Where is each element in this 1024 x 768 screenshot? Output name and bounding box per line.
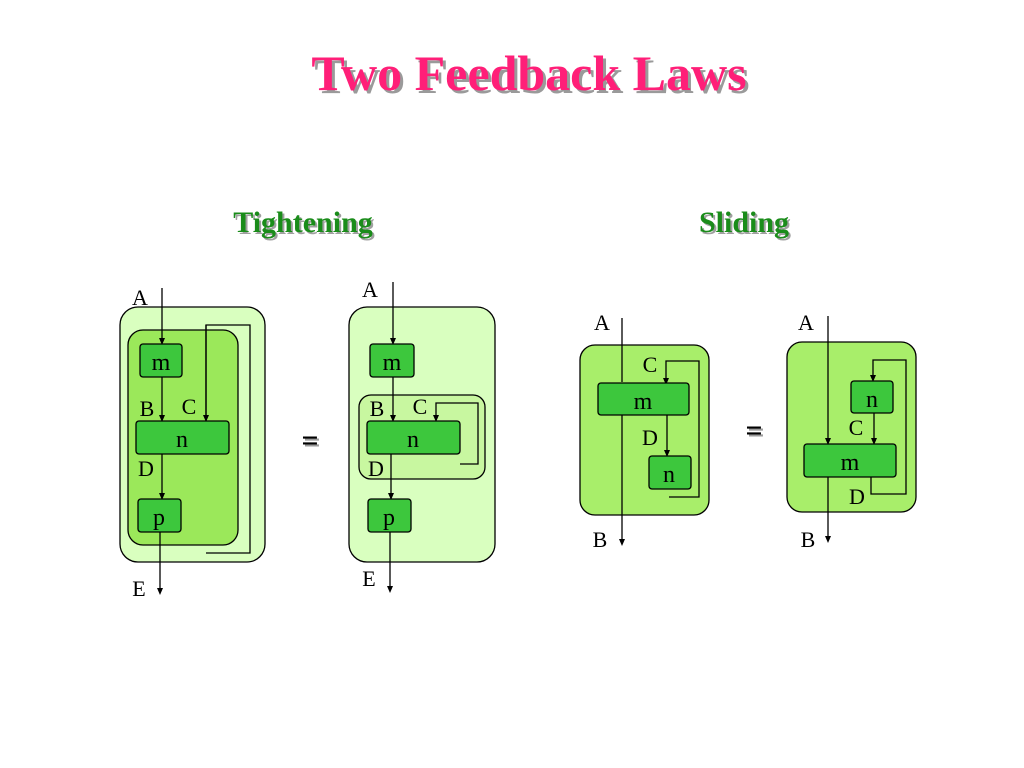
label-d: D <box>138 456 154 481</box>
block-m-label: m <box>841 450 860 476</box>
label-a: A <box>594 310 610 335</box>
tightening-left-diagram: m n p A B C D E <box>119 285 266 601</box>
label-b: B <box>370 396 385 421</box>
page-title: Two Feedback Laws <box>311 45 746 101</box>
block-n-label: n <box>663 462 675 488</box>
block-m <box>803 443 897 478</box>
block-m <box>369 343 415 378</box>
label-c: C <box>182 394 197 419</box>
block-n-label: n <box>407 427 419 453</box>
sliding-left-diagram: m n A C D B <box>579 310 710 552</box>
block-m-label: m <box>383 350 402 376</box>
block-n <box>648 455 692 490</box>
tightening-heading: Tightening <box>233 206 373 239</box>
equals-sign-sliding: = <box>745 414 762 447</box>
block-n <box>850 380 894 414</box>
label-b: B <box>140 396 155 421</box>
block-m <box>139 343 183 378</box>
label-b: B <box>801 527 816 552</box>
label-c: C <box>413 394 428 419</box>
label-c: C <box>849 415 864 440</box>
feedback-wire-d <box>870 359 907 495</box>
block-p-label: p <box>153 505 165 531</box>
label-d: D <box>368 456 384 481</box>
page-title-shadow: Two Feedback Laws <box>314 48 749 104</box>
block-n <box>366 420 461 455</box>
label-e: E <box>362 566 375 591</box>
block-m-label: m <box>152 350 171 376</box>
block-p-label: p <box>383 505 395 531</box>
tightening-right-diagram: m n p A B C D E <box>348 277 496 593</box>
label-d: D <box>642 425 658 450</box>
label-e: E <box>132 576 145 601</box>
tightening-heading-shadow: Tightening <box>235 208 375 241</box>
sliding-heading: Sliding <box>699 206 789 239</box>
equals-sign-tightening-shadow: = <box>303 426 320 459</box>
label-a: A <box>132 285 148 310</box>
equals-sign-tightening: = <box>301 424 318 457</box>
block-m-label: m <box>634 389 653 415</box>
block-n <box>135 420 230 455</box>
equals-sign-sliding-shadow: = <box>747 416 764 449</box>
feedback-wire-c <box>433 402 479 465</box>
block-n-label: n <box>176 427 188 453</box>
label-b: B <box>593 527 608 552</box>
label-a: A <box>798 310 814 335</box>
block-n-label: n <box>866 387 878 413</box>
sliding-heading-shadow: Sliding <box>701 208 791 241</box>
block-m <box>597 382 690 416</box>
feedback-wire-c <box>663 360 700 498</box>
label-c: C <box>643 352 658 377</box>
label-d: D <box>849 484 865 509</box>
label-a: A <box>362 277 378 302</box>
sliding-right-diagram: n m A C D B <box>786 310 917 552</box>
